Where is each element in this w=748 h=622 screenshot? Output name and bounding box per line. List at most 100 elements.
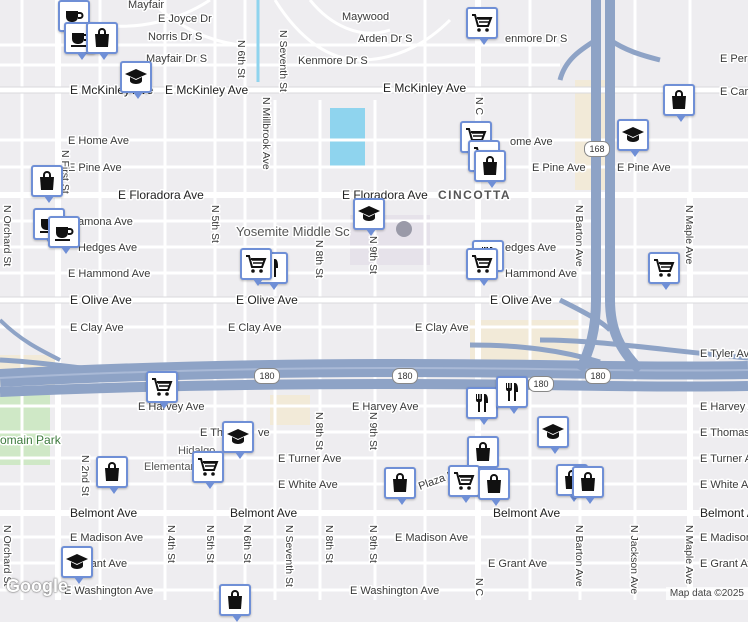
street-label: ome Ave xyxy=(510,136,553,148)
street-label: E Olive Ave xyxy=(236,293,298,307)
shopping-bag-marker[interactable] xyxy=(478,468,510,506)
shopping-bag-marker[interactable] xyxy=(663,84,695,122)
school-icon xyxy=(357,202,381,226)
school-icon xyxy=(124,65,148,89)
street-label: E Turner Ave xyxy=(700,453,748,465)
restaurant-icon xyxy=(500,380,524,404)
shopping-bag-marker[interactable] xyxy=(474,150,506,188)
street-label: E Pine Ave xyxy=(68,162,122,174)
street-label: Hedges Ave xyxy=(78,242,137,254)
street-label: N 6th St xyxy=(235,40,247,78)
shopping-bag-marker[interactable] xyxy=(31,165,63,203)
shopping-bag-marker[interactable] xyxy=(86,22,118,60)
street-label: E Pine Ave xyxy=(617,162,671,174)
shopping-bag-marker[interactable] xyxy=(219,584,251,622)
school-marker[interactable] xyxy=(537,416,569,454)
shopping-bag-marker[interactable] xyxy=(467,436,499,474)
street-label: E Home Ave xyxy=(68,135,129,147)
restaurant-marker[interactable] xyxy=(466,387,498,425)
area-label: CINCOTTA xyxy=(438,188,511,202)
street-label: N Seventh St xyxy=(283,525,295,587)
street-label: amona Ave xyxy=(78,216,133,228)
coffee-icon xyxy=(52,220,76,244)
street-label: N Maple Ave xyxy=(683,205,695,264)
shopping-cart-icon xyxy=(470,11,494,35)
street-label: E Thomas xyxy=(700,427,748,439)
street-label: Kenmore Dr S xyxy=(298,55,368,67)
street-label: E Car xyxy=(720,86,748,98)
street-label: N 9th St xyxy=(367,412,379,450)
street-label: E Joyce Dr xyxy=(158,13,212,25)
street-label: ve xyxy=(258,427,270,439)
shopping-cart-marker[interactable] xyxy=(648,252,680,290)
street-label: E Olive Ave xyxy=(70,293,132,307)
street-label: enmore Dr S xyxy=(505,33,567,45)
street-label: E McKinley Ave xyxy=(165,83,248,97)
street-label: Hammond Ave xyxy=(505,268,577,280)
school-marker[interactable] xyxy=(617,119,649,157)
restaurant-marker[interactable] xyxy=(496,376,528,414)
street-label: N 6th St xyxy=(241,525,253,563)
shopping-cart-icon xyxy=(452,469,476,493)
street-label: E Washington Ave xyxy=(350,585,439,597)
street-label: N Millbrook Ave xyxy=(260,97,272,170)
school-poi-icon xyxy=(396,221,412,237)
shopping-cart-marker[interactable] xyxy=(448,465,480,503)
shopping-bag-icon xyxy=(35,169,59,193)
street-label: N Orchard St xyxy=(1,525,13,586)
poi-label-park: omain Park xyxy=(0,433,62,447)
map-attribution: Map data ©2025 xyxy=(665,587,748,600)
school-marker[interactable] xyxy=(61,546,93,584)
shopping-cart-marker[interactable] xyxy=(466,7,498,45)
shopping-bag-icon xyxy=(576,470,600,494)
school-icon xyxy=(65,550,89,574)
street-label: Norris Dr S xyxy=(148,31,202,43)
shopping-bag-icon xyxy=(471,440,495,464)
street-label: E Hammond Ave xyxy=(68,268,150,280)
street-label: Belmont Ave xyxy=(70,506,137,520)
street-label: E White Ave xyxy=(278,479,338,491)
map-canvas[interactable]: E McKinley Ave E McKinley Ave E McKinley… xyxy=(0,0,748,600)
school-marker[interactable] xyxy=(222,421,254,459)
shopping-bag-marker[interactable] xyxy=(384,467,416,505)
shopping-cart-icon xyxy=(150,375,174,399)
street-label: E Clay Ave xyxy=(70,322,124,334)
street-label: N Seventh St xyxy=(277,30,289,92)
shopping-bag-icon xyxy=(667,88,691,112)
shopping-cart-marker[interactable] xyxy=(240,248,272,286)
street-label: E Pine Ave xyxy=(532,162,586,174)
shopping-bag-marker[interactable] xyxy=(96,456,128,494)
street-label: N 9th St xyxy=(367,236,379,274)
street-label: E Th xyxy=(200,427,223,439)
street-label: Belmont Ave xyxy=(230,506,297,520)
google-logo: Google xyxy=(6,576,68,596)
street-label: E Per xyxy=(720,53,748,65)
school-marker[interactable] xyxy=(120,61,152,99)
street-label: N Maple Ave xyxy=(683,525,695,584)
street-label: N C xyxy=(473,578,485,597)
shopping-cart-marker[interactable] xyxy=(466,248,498,286)
school-icon xyxy=(541,420,565,444)
street-label: N Barton Ave xyxy=(573,205,585,267)
school-marker[interactable] xyxy=(353,198,385,236)
pond xyxy=(330,108,365,166)
coffee-marker[interactable] xyxy=(48,216,80,254)
street-label: E White Ave xyxy=(700,479,748,491)
street-label: E Tyler Ave xyxy=(700,348,748,360)
street-label: N Jackson Ave xyxy=(628,525,640,594)
street-label: N 5th St xyxy=(204,525,216,563)
street-label: E Harvey Ave xyxy=(138,401,204,413)
shopping-bag-marker[interactable] xyxy=(572,466,604,504)
shopping-cart-icon xyxy=(652,256,676,280)
street-label: Belmont Ave xyxy=(493,506,560,520)
route-shield-180: 180 xyxy=(254,368,280,384)
shopping-bag-icon xyxy=(388,471,412,495)
street-label: Mayfair Dr S xyxy=(146,53,207,65)
shopping-cart-marker[interactable] xyxy=(192,451,224,489)
shopping-cart-marker[interactable] xyxy=(146,371,178,409)
street-label: E Grant Ave xyxy=(700,558,748,570)
shopping-bag-icon xyxy=(90,26,114,50)
school-icon xyxy=(621,123,645,147)
street-label: N Barton Ave xyxy=(573,525,585,587)
street-label: N 2nd St xyxy=(79,455,91,496)
